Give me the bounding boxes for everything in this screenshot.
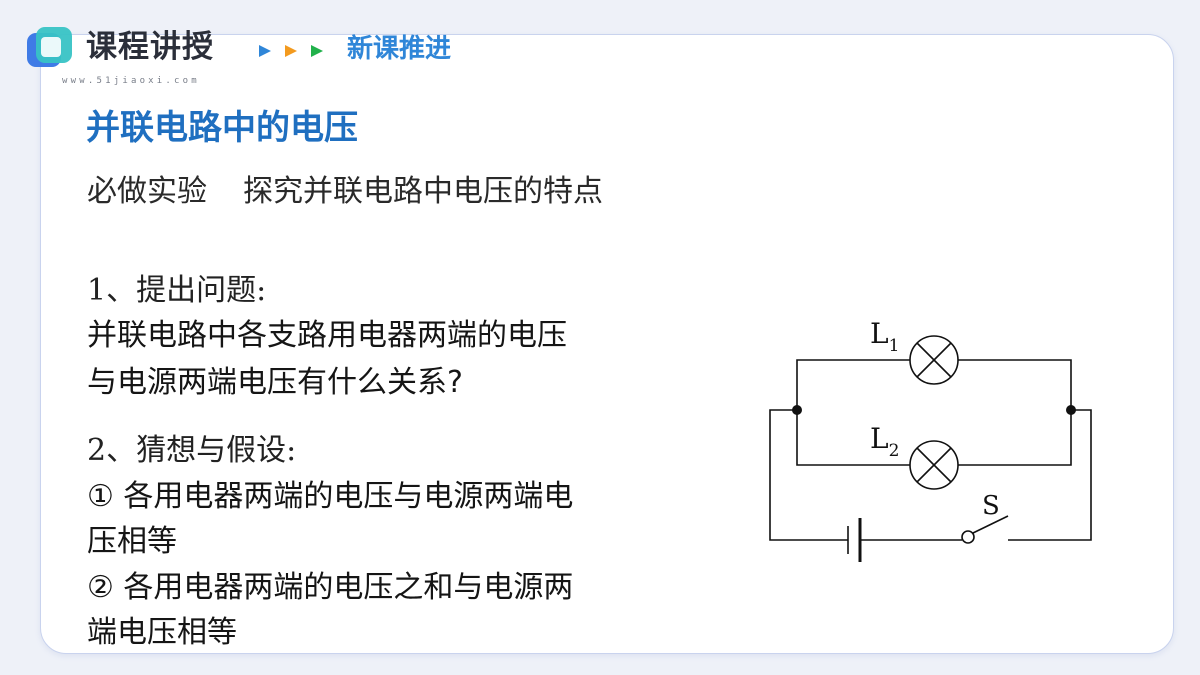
slide-card <box>40 34 1174 654</box>
question-line-2: 与电源两端电压有什么关系? <box>87 365 463 400</box>
hypothesis-2-line-2: 端电压相等 <box>87 615 237 650</box>
experiment-line: 必做实验 探究并联电路中电压的特点 <box>87 166 603 210</box>
experiment-label: 必做实验 <box>87 174 207 209</box>
battery-icon <box>847 518 862 562</box>
junction-left <box>792 405 802 415</box>
circuit-diagram: L1 L2 S <box>769 317 1092 562</box>
wire-mid-branch-left <box>796 410 910 466</box>
logo-icon <box>27 27 75 71</box>
hypothesis-1-line-2: 压相等 <box>87 524 177 559</box>
lamp-l1-icon <box>909 335 959 385</box>
header-title: 课程讲授 <box>86 29 214 65</box>
arrow-icon-3 <box>311 45 323 57</box>
switch-icon <box>961 515 1009 544</box>
wire-outer-right <box>1008 409 1092 541</box>
arrows-icon <box>259 45 323 57</box>
hypothesis-heading: 2、猜想与假设: <box>87 433 297 468</box>
wire-mid-branch-right <box>958 410 1072 466</box>
header-url: www.51jiaoxi.com <box>62 76 200 86</box>
experiment-topic: 探究并联电路中电压的特点 <box>243 174 603 209</box>
arrow-icon-1 <box>259 45 271 57</box>
lamp-l2-icon <box>909 440 959 490</box>
switch-label: S <box>982 491 1000 521</box>
section-title: 并联电路中的电压 <box>86 108 358 148</box>
arrow-icon-2 <box>285 45 297 57</box>
lamp-l1-label: L1 <box>870 317 899 356</box>
wire-outer-left <box>769 409 848 541</box>
hypothesis-2-line-1: ② 各用电器两端的电压之和与电源两 <box>87 570 574 605</box>
junction-right <box>1066 405 1076 415</box>
wire-top-branch-left <box>796 359 910 410</box>
header-subtitle: 新课推进 <box>347 34 452 64</box>
question-line-1: 并联电路中各支路用电器两端的电压 <box>87 318 567 353</box>
lamp-l2-label: L2 <box>870 422 899 461</box>
hypothesis-1-line-1: ① 各用电器两端的电压与电源两端电 <box>87 479 574 514</box>
wire-top-branch-right <box>958 359 1072 410</box>
question-heading: 1、提出问题: <box>87 273 267 308</box>
